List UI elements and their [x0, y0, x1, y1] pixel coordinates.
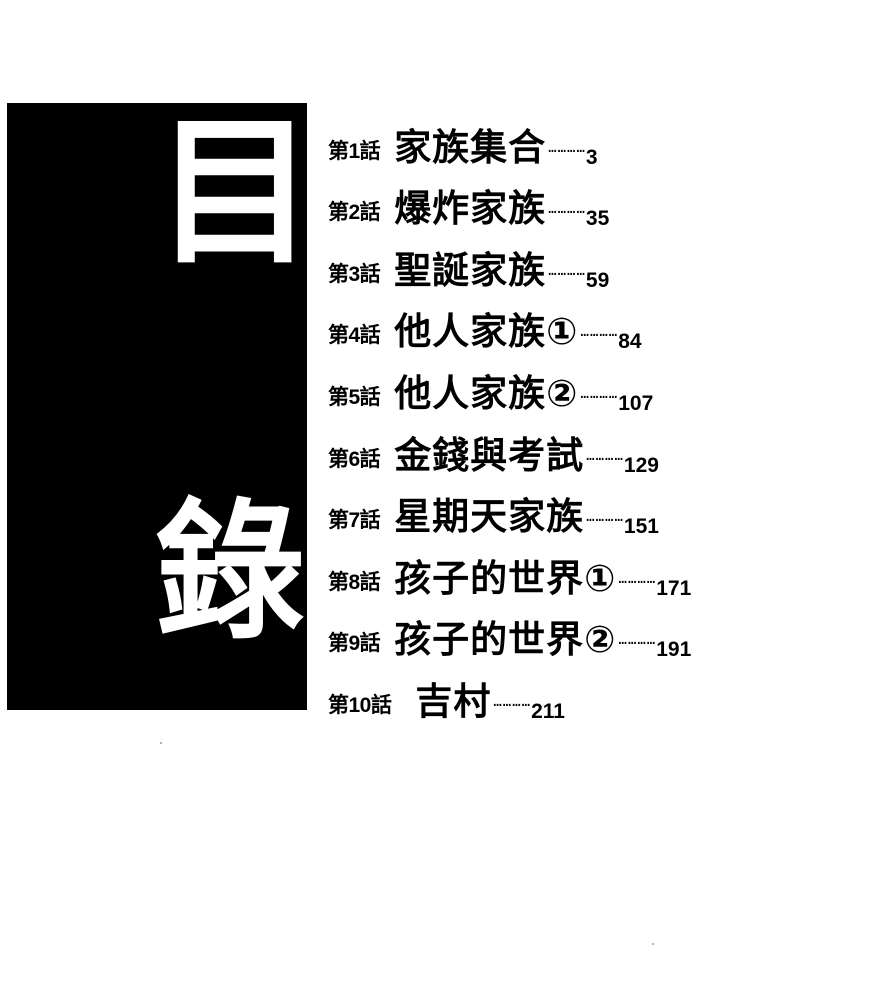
page-number: 211: [531, 699, 565, 723]
scan-speck: [652, 943, 654, 945]
title-char-lu: 錄: [155, 486, 306, 660]
chapter-title: 孩子的世界①: [394, 556, 617, 600]
table-of-contents: 第1話 家族集合 ………… 3 第2話 爆炸家族 ………… 35 第3話 聖誕家…: [328, 108, 888, 724]
scan-speck: [160, 742, 162, 744]
title-char-mu: 目: [155, 99, 316, 286]
page-number: 35: [585, 207, 610, 231]
page-number: 84: [618, 330, 642, 354]
toc-entry-4[interactable]: 第4話 他人家族① ………… 84: [328, 293, 888, 355]
title-block: 目 錄: [7, 103, 315, 710]
dot-leader: …………: [618, 632, 657, 649]
toc-entry-1[interactable]: 第1話 家族集合 ………… 3: [328, 108, 888, 170]
page-number: 151: [623, 515, 659, 539]
toc-entry-3[interactable]: 第3話 聖誕家族 ………… 59: [328, 231, 888, 293]
dot-leader: …………: [548, 201, 586, 218]
chapter-label: 第10話: [328, 693, 392, 717]
chapter-label: 第5話: [328, 385, 381, 409]
chapter-title: 爆炸家族: [394, 187, 547, 231]
page-number: 171: [656, 576, 692, 600]
chapter-label: 第4話: [328, 324, 381, 348]
page-number: 191: [656, 638, 692, 662]
dot-leader: …………: [586, 447, 624, 464]
page-number: 107: [618, 391, 654, 415]
chapter-label: 第7話: [328, 509, 381, 533]
dot-leader: …………: [580, 324, 619, 341]
toc-entry-2[interactable]: 第2話 爆炸家族 ………… 35: [328, 170, 888, 232]
chapter-title: 家族集合: [394, 125, 547, 169]
page-number: 3: [585, 145, 598, 169]
chapter-title: 金錢與考試: [394, 433, 585, 477]
chapter-label: 第8話: [328, 570, 381, 594]
chapter-label: 第3話: [328, 262, 381, 286]
toc-entry-9[interactable]: 第9話 孩子的世界② ………… 191: [328, 601, 888, 663]
page-number: 129: [623, 453, 659, 477]
chapter-title: 孩子的世界②: [394, 618, 617, 662]
page-number: 59: [585, 268, 610, 292]
toc-entry-8[interactable]: 第8話 孩子的世界① ………… 171: [328, 539, 888, 601]
dot-leader: …………: [586, 509, 624, 526]
dot-leader: …………: [618, 570, 657, 587]
chapter-title: 吉村: [415, 679, 492, 723]
toc-entry-7[interactable]: 第7話 星期天家族 ………… 151: [328, 478, 888, 540]
dot-leader: …………: [548, 139, 586, 156]
chapter-label: 第6話: [328, 447, 381, 471]
chapter-title: 聖誕家族: [394, 248, 547, 292]
dot-leader: …………: [580, 385, 619, 402]
toc-entry-5[interactable]: 第5話 他人家族② ………… 107: [328, 354, 888, 416]
dot-leader: …………: [493, 693, 532, 710]
chapter-title: 星期天家族: [394, 495, 585, 539]
chapter-label: 第9話: [328, 632, 381, 656]
toc-entry-10[interactable]: 第10話 吉村 ………… 211: [328, 662, 888, 724]
chapter-label: 第1話: [328, 139, 381, 163]
chapter-label: 第2話: [328, 201, 381, 225]
dot-leader: …………: [548, 262, 586, 279]
chapter-title: 他人家族①: [394, 310, 579, 354]
toc-entry-6[interactable]: 第6話 金錢與考試 ………… 129: [328, 416, 888, 478]
chapter-title: 他人家族②: [394, 371, 579, 415]
